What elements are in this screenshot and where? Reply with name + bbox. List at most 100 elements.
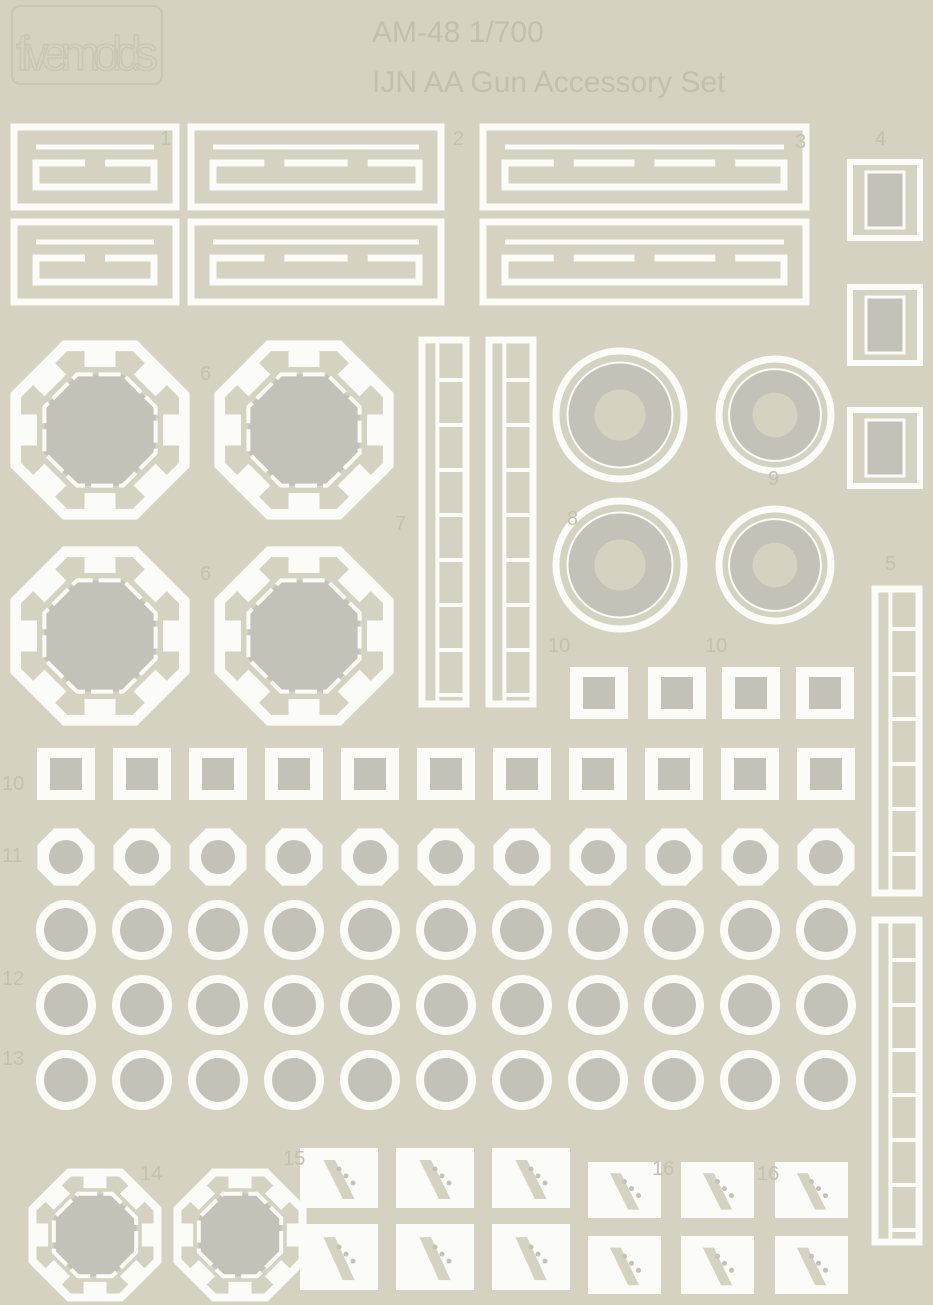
small-ring: [644, 1050, 704, 1110]
octagon-platform: [173, 1168, 307, 1302]
bracket-part: [187, 123, 445, 211]
gun-mount-part: [681, 1236, 754, 1294]
mount-hole: [715, 1253, 720, 1259]
part-label: 10: [2, 773, 24, 795]
small-ring: [188, 900, 248, 960]
gun-mount-part: [588, 1236, 661, 1294]
octagon-tab: [84, 347, 116, 367]
square-part: [189, 748, 247, 800]
part-label: 16: [652, 1158, 674, 1180]
mount-hole: [715, 1179, 720, 1185]
small-octagon-ring: [341, 828, 399, 886]
small-octagon-mesh: [201, 840, 235, 874]
bracket-frame: [479, 218, 810, 306]
mount-hole: [446, 1258, 452, 1264]
bracket-notch: [634, 254, 655, 272]
octagon-tab: [133, 669, 170, 706]
mount-hole: [528, 1244, 534, 1250]
small-ring-part: [112, 900, 172, 960]
mount-hole: [722, 1186, 727, 1192]
part-label: 13: [2, 1048, 24, 1070]
octagon-tab: [163, 414, 183, 446]
mount-hole: [622, 1179, 627, 1185]
mount-slot: [702, 1247, 733, 1286]
ladder-frame: [418, 336, 470, 708]
small-ring: [188, 975, 248, 1035]
octagon-platform: [10, 340, 190, 520]
bracket-part: [479, 218, 810, 306]
small-ring: [720, 975, 780, 1035]
square-part: [341, 748, 399, 800]
mount-hole: [636, 1193, 641, 1199]
ring-hole: [594, 389, 646, 441]
small-ring: [492, 900, 552, 960]
part-label: 2: [453, 128, 464, 150]
mount-hole: [542, 1258, 548, 1264]
small-ring: [340, 975, 400, 1035]
small-ring: [720, 900, 780, 960]
bracket-notch: [553, 254, 574, 272]
small-ring-part: [340, 975, 400, 1035]
bracket-frame: [187, 218, 445, 306]
small-ring-part: [36, 975, 96, 1035]
small-ring: [36, 1050, 96, 1110]
mount-hole: [350, 1180, 356, 1186]
octagon-mesh: [196, 1191, 284, 1279]
small-octagon-mesh: [733, 840, 767, 874]
part-label: 6: [200, 563, 211, 585]
product-name: IJN AA Gun Accessory Set: [372, 66, 726, 99]
octagon-tab: [228, 1281, 252, 1297]
mount-hole: [446, 1180, 452, 1186]
octagon-mesh: [246, 372, 362, 488]
mount-hole: [729, 1267, 734, 1273]
small-ring: [796, 975, 856, 1035]
octagon-tab: [288, 347, 320, 367]
ring-outer: [715, 505, 835, 625]
small-ring-part: [112, 1050, 172, 1110]
octagon-tab: [188, 1259, 216, 1287]
small-ring-part: [264, 1050, 324, 1110]
gun-mount-part: [396, 1224, 474, 1290]
square-mesh: [734, 758, 766, 790]
gun-mount-part: [300, 1224, 378, 1290]
square-part: [493, 748, 551, 800]
small-ring-part: [264, 975, 324, 1035]
octagon-tab: [133, 463, 170, 500]
gun-mount-part: [681, 1162, 754, 1218]
octagon-tab: [188, 1183, 216, 1211]
small-mount-part: [847, 407, 923, 489]
gun-mount-part: [300, 1148, 378, 1208]
mount-slot: [609, 1247, 640, 1286]
octagon-tab: [119, 1259, 147, 1287]
octagon-tab: [119, 1183, 147, 1211]
small-ring-part: [492, 900, 552, 960]
octagon-tab: [367, 414, 387, 446]
bracket-notch: [553, 159, 574, 177]
small-ring: [568, 900, 628, 960]
square-part: [570, 667, 628, 719]
octagon-tab: [288, 699, 320, 719]
small-ring: [644, 975, 704, 1035]
small-ring-part: [796, 975, 856, 1035]
small-ring-part: [112, 975, 172, 1035]
square-mesh: [126, 758, 158, 790]
small-ring: [796, 1050, 856, 1110]
part-label: 15: [283, 1148, 305, 1170]
octagon-mesh: [51, 1191, 139, 1279]
small-ring: [492, 1050, 552, 1110]
logo-frame: [11, 5, 163, 85]
gun-mount-part: [492, 1224, 570, 1290]
square-part: [113, 748, 171, 800]
part-label: 10: [705, 635, 727, 657]
small-ring-part: [492, 1050, 552, 1110]
small-ring-part: [720, 1050, 780, 1110]
part-labels: 1 2 3 4 5 6 6 7 8 9 10 10 10 11 12 13 14…: [2, 128, 896, 1185]
small-octagon-mesh: [353, 840, 387, 874]
mount-hole: [636, 1267, 641, 1273]
mount-hole: [809, 1179, 814, 1185]
small-ring: [416, 1050, 476, 1110]
octagon-tab: [288, 553, 320, 573]
small-ring: [340, 1050, 400, 1110]
mount-hole: [816, 1186, 821, 1192]
small-octagon-ring: [265, 828, 323, 886]
